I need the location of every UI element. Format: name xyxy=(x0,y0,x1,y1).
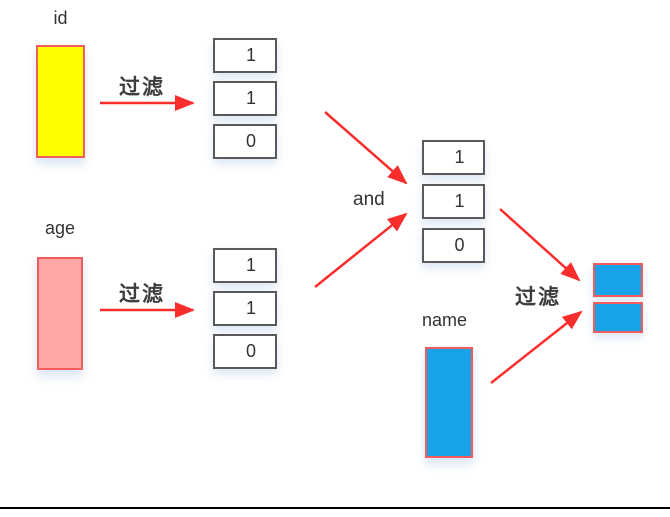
age-bitmap-column: 1 1 0 xyxy=(213,248,277,377)
age-bitmap-cell: 1 xyxy=(213,291,277,326)
id-bitmap-cell: 0 xyxy=(213,124,277,159)
id-bitmap-cell: 1 xyxy=(213,81,277,116)
and-bitmap-cell: 0 xyxy=(422,228,485,263)
final-filter-label: 过滤 xyxy=(515,286,561,309)
arrow-id-to-and xyxy=(324,111,408,185)
name-column-rect xyxy=(425,347,473,458)
bottom-divider-line xyxy=(0,507,670,509)
arrow-age-to-and xyxy=(314,212,408,288)
age-column-label: age xyxy=(44,218,76,238)
age-column-rect xyxy=(37,257,83,370)
arrow-and-to-result xyxy=(499,208,581,282)
name-column-label: name xyxy=(422,310,468,330)
id-filter-label: 过滤 xyxy=(119,76,165,99)
id-column-rect xyxy=(36,45,85,158)
and-operator-label: and xyxy=(353,189,385,210)
filtered-result-block xyxy=(593,263,643,297)
arrow-name-to-result xyxy=(490,310,583,384)
and-bitmap-cell: 1 xyxy=(422,140,485,175)
age-bitmap-cell: 0 xyxy=(213,334,277,369)
id-bitmap-cell: 1 xyxy=(213,38,277,73)
age-bitmap-cell: 1 xyxy=(213,248,277,283)
id-column-label: id xyxy=(53,8,68,28)
filtered-result-block xyxy=(593,302,643,333)
and-bitmap-column: 1 1 0 xyxy=(422,140,485,272)
age-filter-label: 过滤 xyxy=(119,283,165,306)
and-bitmap-cell: 1 xyxy=(422,184,485,219)
id-bitmap-column: 1 1 0 xyxy=(213,38,277,167)
